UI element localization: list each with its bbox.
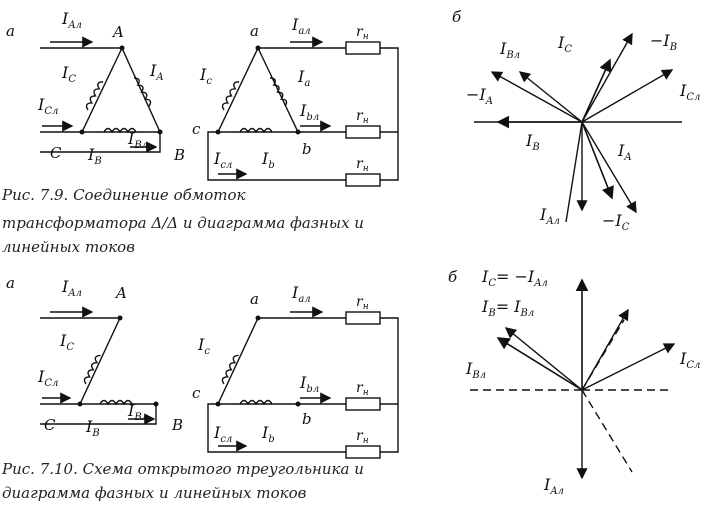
sec-line-c <box>207 131 346 181</box>
primary-delta <box>80 47 162 133</box>
label-I-Cl: ICл <box>37 95 58 117</box>
caption1-line1: Рис. 7.9. Соединение обмоток <box>1 186 245 204</box>
node-A: A <box>111 23 124 41</box>
label-r-b: rн <box>356 108 369 126</box>
ph2-label-IAl: IAл <box>543 475 564 497</box>
resistor2-c <box>345 445 381 459</box>
label-I-al: Iaл <box>291 15 311 37</box>
caption2-line2: диаграмма фазных и линейных токов <box>2 484 307 502</box>
label-r-a: rн <box>356 24 369 42</box>
ph-label-IB: IB <box>525 131 540 153</box>
resistor-a <box>345 41 381 55</box>
label2-I-Al: IAл <box>61 277 82 299</box>
label2-I-Bl: IBл <box>127 401 148 423</box>
ph-label-IAl: IAл <box>539 205 560 227</box>
phasor-IBl <box>490 71 583 123</box>
node-C: C <box>50 144 62 162</box>
label2-r-c: rн <box>356 428 369 446</box>
phasor-IA <box>581 121 614 200</box>
label2-I-bl: Ibл <box>299 373 319 395</box>
panel-letter-a2: а <box>6 274 15 292</box>
ph-label-ICl: ICл <box>679 81 700 103</box>
node-A2: A <box>114 284 127 302</box>
label-I-B: IB <box>87 145 102 167</box>
open-delta-primary <box>78 317 156 405</box>
phasor2-ICl <box>581 343 676 391</box>
label2-r-b: rн <box>356 380 369 398</box>
ph-label-IC: IC <box>557 33 572 55</box>
label-I-cl: Icл <box>213 149 232 171</box>
panel-letter-b2: б <box>448 268 458 286</box>
resistor-b <box>345 125 381 139</box>
label-I-Al: IAл <box>61 9 82 31</box>
node-c: c <box>192 120 201 138</box>
load-neutral <box>380 47 399 181</box>
caption1-line2: трансформатора Δ/Δ и диаграмма фазных и <box>2 214 364 232</box>
label2-r-a: rн <box>356 294 369 312</box>
phasor-IC <box>581 58 612 123</box>
phasor2-IBl <box>504 327 583 391</box>
ph2-label-IB-eq: IB= IBл <box>481 297 534 319</box>
line-b2-feed <box>40 404 157 425</box>
label-I-c: Ic <box>199 65 212 87</box>
label2-I-c: Ic <box>197 335 210 357</box>
node-B: B <box>173 146 185 164</box>
label2-I-B: IB <box>85 417 100 439</box>
fig710-phasor-diagram: б IC= −IAл IB= IBл ICл IBл IAл <box>448 267 700 497</box>
open-delta-secondary <box>216 317 298 405</box>
node-B2: B <box>171 416 183 434</box>
ph-label-IBl: IBл <box>499 39 520 61</box>
label-I-bl: Ibл <box>299 101 319 123</box>
ph2-label-IBl: IBл <box>465 359 486 381</box>
phasor-ICl <box>581 69 674 123</box>
fig710-circuit: а A C B IAл IC ICл IB IBл a c <box>6 274 399 459</box>
node-a: a <box>250 22 259 40</box>
label2-I-C: IC <box>59 331 74 353</box>
node-a2: a <box>250 290 259 308</box>
node-c2: c <box>192 384 201 402</box>
fig79-circuit: а A C B IAл IC IA ICл IB IBл <box>6 9 399 187</box>
node-b2: b <box>302 410 312 428</box>
ph2-label-IC-eq: IC= −IAл <box>481 267 548 289</box>
label-I-b: Ib <box>261 149 275 171</box>
label2-I-cl: Icл <box>213 423 232 445</box>
node-C2: C <box>44 416 56 434</box>
line-b-feed <box>40 132 161 153</box>
label2-I-b: Ib <box>261 423 275 445</box>
resistor2-a <box>345 311 381 325</box>
resistor2-b <box>345 397 381 411</box>
fig79-phasor-diagram: б IC ICл −IB IBл −IA IB IA IAл −IC <box>452 8 700 233</box>
phasor2-IB <box>496 337 583 391</box>
label2-I-Cl: ICл <box>37 367 58 389</box>
label-I-a: Ia <box>297 67 310 89</box>
panel-letter-b1: б <box>452 8 462 26</box>
ph-label-minus-IB: −IB <box>650 31 677 53</box>
label-r-c: rн <box>356 156 369 174</box>
label2-I-al: Iaл <box>291 283 311 305</box>
ph-label-minus-IA: −IA <box>466 85 493 107</box>
ph-label-minus-IC: −IC <box>602 211 630 233</box>
phasor-minus-IA <box>518 71 583 123</box>
caption1-line3: линейных токов <box>2 238 135 256</box>
label-I-Bl: IBл <box>127 129 148 151</box>
caption2-line1: Рис. 7.10. Схема открытого треугольника … <box>1 460 364 478</box>
panel-letter-a1: а <box>6 22 15 40</box>
phasor-minus-IB <box>581 32 633 123</box>
ph2-label-ICl: ICл <box>679 349 700 371</box>
label-I-A: IA <box>149 61 164 83</box>
resistor-c <box>345 173 381 187</box>
sec2-line-c <box>207 403 346 453</box>
phasor-minus-IC <box>581 121 637 214</box>
ph-label-IA: IA <box>617 141 632 163</box>
node-b: b <box>302 140 312 158</box>
label-I-C: IC <box>61 63 76 85</box>
